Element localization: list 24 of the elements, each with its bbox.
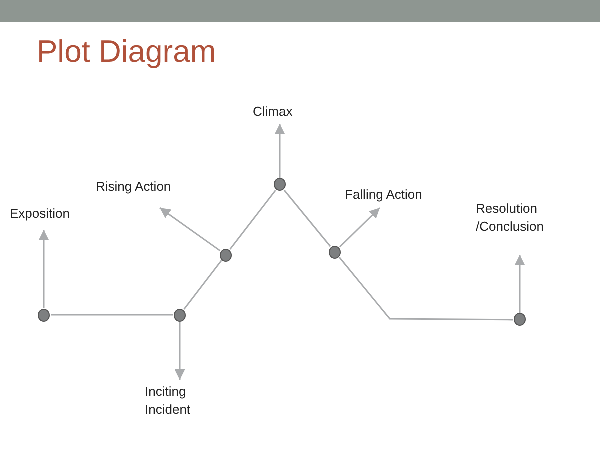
stage-label: Rising Action bbox=[96, 178, 196, 196]
stage-label: Exposition bbox=[10, 205, 82, 223]
arrow bbox=[38, 230, 50, 308]
arrow bbox=[514, 255, 526, 313]
stage-label: Resolution /Conclusion bbox=[476, 200, 556, 236]
plot-line bbox=[184, 260, 222, 310]
plot-point-dot bbox=[38, 309, 50, 322]
stage-label: Falling Action bbox=[345, 186, 445, 204]
plot-point-dot bbox=[329, 246, 341, 259]
plot-point-dot bbox=[174, 309, 186, 322]
arrow bbox=[274, 124, 286, 178]
title: Plot Diagram bbox=[37, 34, 216, 70]
plot-line bbox=[338, 256, 513, 321]
plot-point-dot bbox=[514, 313, 526, 326]
plot-line bbox=[284, 190, 332, 248]
plot-point-dot bbox=[220, 249, 232, 262]
arrow bbox=[160, 207, 221, 252]
arrow bbox=[174, 322, 186, 380]
stage-label: Climax bbox=[253, 103, 303, 121]
stage-label: Inciting Incident bbox=[145, 383, 205, 419]
plot-line bbox=[51, 314, 173, 316]
plot-point-dot bbox=[274, 178, 286, 191]
arrow bbox=[339, 207, 381, 248]
plot-line bbox=[230, 190, 276, 250]
